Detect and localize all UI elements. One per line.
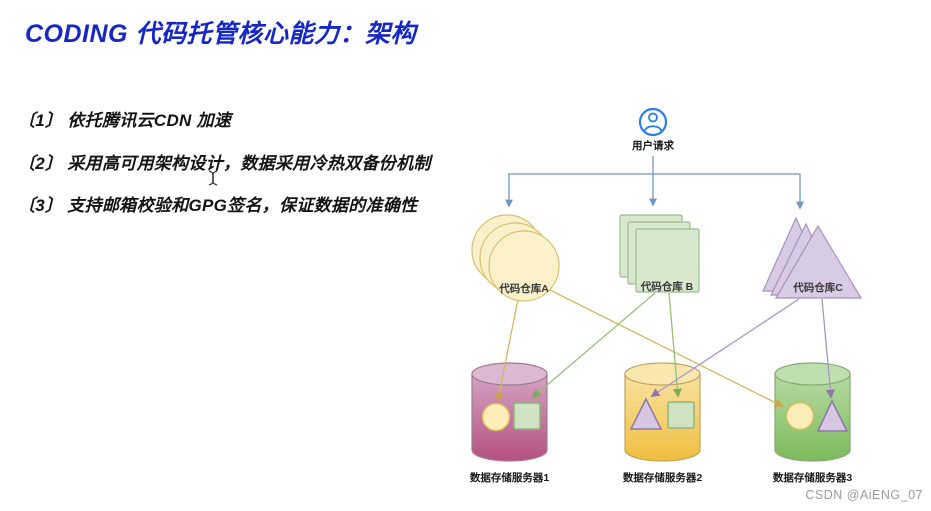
watermark: CSDN @AiENG_07 <box>805 488 923 502</box>
user-circle-icon <box>638 107 668 137</box>
repo-c-label: 代码仓库C <box>792 281 843 294</box>
connection-repoB-server1 <box>531 292 656 399</box>
request-connector <box>505 156 804 210</box>
connection-repoA-server3 <box>549 289 784 407</box>
replica-triangle-server2 <box>629 397 663 430</box>
user-request-label: 用户请求 <box>631 139 674 152</box>
repo-a-label: 代码仓库A <box>498 282 549 295</box>
connection-repoA-server1 <box>494 298 519 402</box>
connection-repoC-server3 <box>821 298 835 399</box>
server-2-label: 数据存储服务器2 <box>622 471 702 484</box>
bullet-point-2: 〔2〕 采用高可用架构设计，数据采用冷热双备份机制 <box>18 154 431 173</box>
page-title: CODING 代码托管核心能力：架构 <box>25 20 416 48</box>
bullet-point-1: 〔1〕 依托腾讯云CDN 加速 <box>18 111 232 130</box>
text-cursor-icon <box>208 170 218 186</box>
connection-repoB-server2 <box>668 292 682 398</box>
repo-c-triangle-stack <box>762 216 863 299</box>
bullet-point-3: 〔3〕 支持邮箱校验和GPG签名，保证数据的准确性 <box>18 196 418 215</box>
replica-triangle-server3 <box>816 399 849 432</box>
server-1-label: 数据存储服务器1 <box>469 471 549 484</box>
replica-circle-server3 <box>785 401 815 431</box>
repo-b-square-stack <box>619 214 700 293</box>
server-3-label: 数据存储服务器3 <box>772 471 852 484</box>
replica-circle-server1 <box>481 402 511 432</box>
replica-square-server2 <box>667 401 695 429</box>
connection-repoC-server2 <box>650 298 800 397</box>
repo-a-circle-stack <box>471 214 560 302</box>
repo-b-label: 代码仓库 B <box>640 280 694 293</box>
replica-square-server1 <box>513 402 541 430</box>
